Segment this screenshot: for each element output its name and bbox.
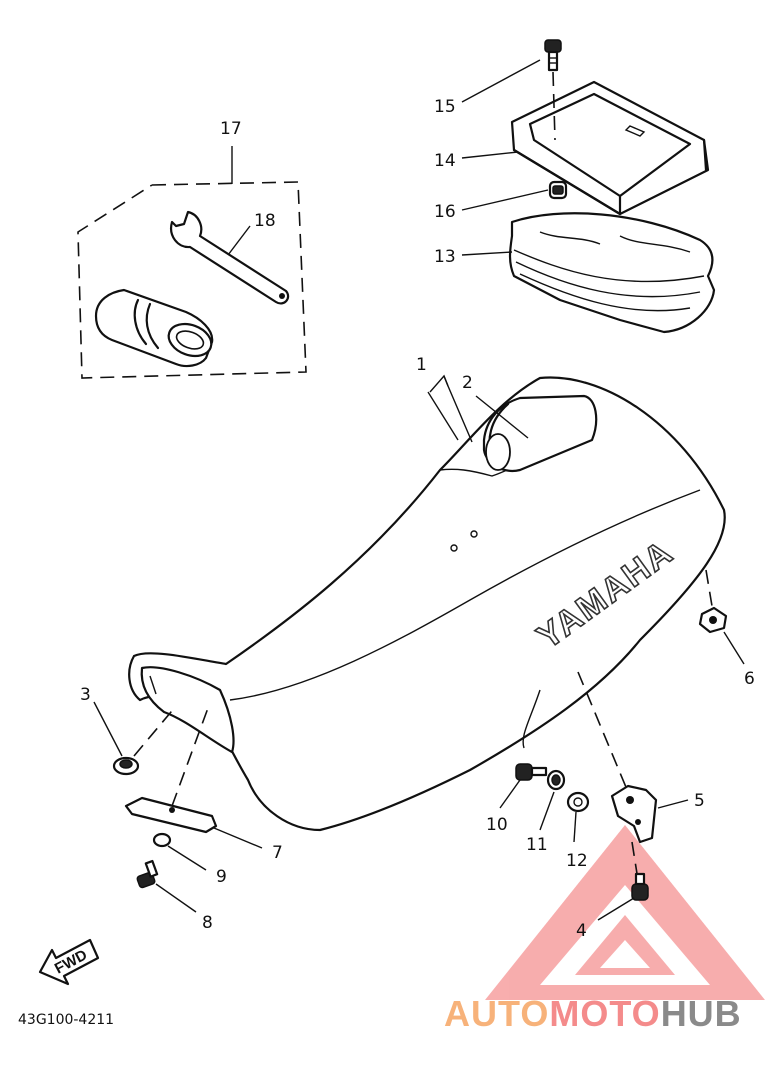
seat-icon [128, 376, 726, 832]
leader-lines [93, 59, 745, 921]
washer-icon [566, 791, 590, 813]
callout-4: 4 [576, 921, 587, 941]
callout-12: 12 [566, 851, 588, 871]
seat-bracket-icon [610, 784, 658, 844]
collar-icon [152, 832, 172, 848]
diagram-code: 43G100-4211 [18, 1012, 114, 1028]
callout-17: 17 [220, 119, 242, 139]
bolt-icon [631, 872, 649, 901]
storage-tray-icon [510, 80, 710, 216]
wrench-icon [170, 210, 290, 305]
callout-2: 2 [462, 373, 473, 393]
callout-6: 6 [744, 669, 755, 689]
watermark-triangle-icon [485, 825, 765, 1000]
callout-1: 1 [416, 355, 427, 375]
callout-18: 18 [254, 211, 276, 231]
watermark-text: AUTOMOTOHUB [444, 993, 742, 1034]
grommet-icon [548, 180, 568, 200]
callout-7: 7 [272, 843, 283, 863]
bolt-icon [544, 39, 562, 72]
callout-9: 9 [216, 867, 227, 887]
callout-8: 8 [202, 913, 213, 933]
bracket-plate-icon [124, 796, 218, 834]
nut-icon [698, 606, 728, 634]
callout-3: 3 [80, 685, 91, 705]
callout-13: 13 [434, 247, 456, 267]
collar-icon [546, 769, 566, 791]
watermark-auto: AUTO [444, 993, 549, 1034]
forward-arrow-icon: FWD [38, 938, 100, 986]
callout-10: 10 [486, 815, 508, 835]
callout-5: 5 [694, 791, 705, 811]
tool-pouch-icon [94, 288, 214, 368]
seat-cushion-icon [508, 212, 716, 334]
callout-11: 11 [526, 835, 548, 855]
bolt-icon [515, 763, 548, 781]
watermark-moto: MOTO [549, 993, 660, 1034]
tool-kit-group [77, 146, 307, 379]
watermark-hub: HUB [661, 993, 742, 1034]
callout-14: 14 [434, 151, 456, 171]
bolt-icon [136, 859, 159, 889]
callout-15: 15 [434, 97, 456, 117]
nut-icon [112, 756, 140, 776]
callout-16: 16 [434, 202, 456, 222]
